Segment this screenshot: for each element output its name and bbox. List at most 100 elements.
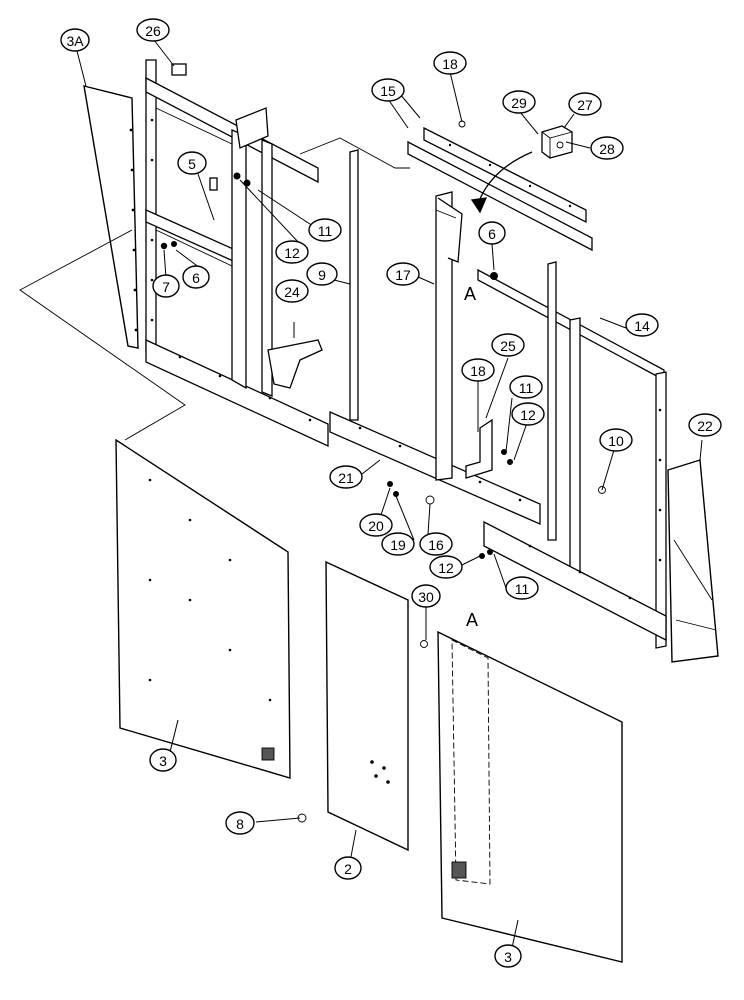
part-22-right-trim bbox=[667, 459, 719, 663]
callout-label: 12 bbox=[284, 245, 300, 261]
callout-bubble bbox=[494, 944, 522, 968]
callout-17: 17 bbox=[386, 262, 420, 286]
callout-label: 12 bbox=[520, 407, 536, 423]
callout-bubble bbox=[136, 18, 170, 42]
callout-21: 21 bbox=[329, 465, 363, 489]
callout-bubble bbox=[386, 262, 420, 286]
callout-19: 19 bbox=[381, 532, 415, 556]
callout-label: 10 bbox=[608, 433, 624, 449]
callout-26: 26 bbox=[136, 18, 170, 42]
callout-label: 6 bbox=[192, 270, 200, 286]
callout-bubble bbox=[478, 221, 506, 245]
callout-label: 12 bbox=[438, 560, 454, 576]
callout-label: 25 bbox=[500, 338, 516, 354]
callout-22: 22 bbox=[688, 413, 722, 437]
callout-12c: 12 bbox=[429, 555, 463, 579]
callout-label: 28 bbox=[599, 141, 615, 157]
callout-5: 5 bbox=[177, 151, 207, 175]
callout-11a: 11 bbox=[308, 218, 342, 242]
callout-label: 7 bbox=[162, 279, 170, 295]
callout-label: 11 bbox=[318, 223, 333, 239]
callout-24: 24 bbox=[275, 279, 309, 303]
callout-label: 27 bbox=[577, 97, 593, 113]
callout-label: 8 bbox=[236, 816, 244, 832]
view-marker-a-upper: A bbox=[464, 284, 476, 304]
callout-label: 15 bbox=[380, 83, 396, 99]
part-25-bracket bbox=[465, 418, 493, 479]
callout-bubble bbox=[359, 513, 393, 537]
part-27-junction-box bbox=[541, 125, 573, 159]
callout-label: 24 bbox=[284, 284, 300, 300]
callout-label: 9 bbox=[318, 267, 326, 283]
part-15-upper-rails bbox=[407, 126, 593, 252]
callout-3b: 3 bbox=[494, 944, 522, 968]
callout-label: 5 bbox=[188, 156, 196, 172]
callout-3a: 3 bbox=[149, 748, 177, 772]
callout-25: 25 bbox=[491, 333, 525, 357]
callout-11b: 11 bbox=[509, 375, 543, 399]
callout-bubble bbox=[599, 428, 633, 452]
part-9-post bbox=[349, 149, 359, 421]
callout-2: 2 bbox=[334, 856, 362, 880]
callout-bubble bbox=[152, 274, 180, 298]
callout-10: 10 bbox=[599, 428, 633, 452]
part-17-center-post bbox=[435, 191, 463, 481]
callout-bubble bbox=[505, 576, 539, 600]
callout-12a: 12 bbox=[275, 240, 309, 264]
part-26-block bbox=[171, 63, 187, 76]
callout-27: 27 bbox=[568, 92, 602, 116]
callout-28: 28 bbox=[590, 136, 624, 160]
callout-16: 16 bbox=[419, 532, 453, 556]
callout-label: 14 bbox=[634, 318, 650, 334]
callout-bubble bbox=[433, 51, 467, 75]
callout-label: 29 bbox=[511, 95, 527, 111]
callout-bubble bbox=[429, 555, 463, 579]
fastener-dots bbox=[160, 120, 606, 823]
callout-label: 6 bbox=[488, 226, 496, 242]
callout-bubble bbox=[461, 358, 495, 382]
callout-14: 14 bbox=[625, 313, 659, 337]
callout-7: 7 bbox=[152, 274, 180, 298]
callout-bubble bbox=[60, 28, 90, 52]
callout-label: 16 bbox=[428, 537, 444, 553]
callout-18b: 18 bbox=[461, 358, 495, 382]
callout-label: 20 bbox=[368, 518, 384, 534]
callout-bubble bbox=[381, 532, 415, 556]
callout-12b: 12 bbox=[511, 402, 545, 426]
view-arrow-head bbox=[470, 197, 488, 214]
callout-15: 15 bbox=[371, 78, 405, 102]
callout-bubble bbox=[590, 136, 624, 160]
callout-label: 18 bbox=[470, 363, 486, 379]
callout-bubble bbox=[225, 811, 255, 835]
callout-bubble bbox=[334, 856, 362, 880]
callout-bubble bbox=[182, 265, 210, 289]
view-arrow-arc bbox=[477, 151, 533, 205]
callout-bubble bbox=[177, 151, 207, 175]
callout-bubble bbox=[502, 90, 536, 114]
callout-bubble bbox=[275, 279, 309, 303]
callout-label: 3A bbox=[66, 33, 84, 49]
frame-reference-line bbox=[299, 137, 410, 169]
callout-bubble bbox=[511, 402, 545, 426]
callout-label: 11 bbox=[515, 581, 530, 597]
callout-label: 2 bbox=[344, 861, 352, 877]
callout-label: 26 bbox=[145, 23, 161, 39]
callout-bubble bbox=[568, 92, 602, 116]
callout-bubble bbox=[149, 748, 177, 772]
view-marker-a-lower: A bbox=[466, 610, 478, 630]
callout-3a: 3A bbox=[60, 28, 90, 52]
callout-label: 22 bbox=[697, 418, 713, 434]
callout-11c: 11 bbox=[505, 576, 539, 600]
leader-lines bbox=[76, 39, 703, 949]
callout-label: 11 bbox=[519, 380, 534, 396]
callout-label: 19 bbox=[390, 537, 406, 553]
callout-6b: 6 bbox=[182, 265, 210, 289]
callout-9: 9 bbox=[306, 262, 338, 286]
callout-bubble bbox=[411, 584, 441, 608]
callout-bubble bbox=[306, 262, 338, 286]
callout-bubble bbox=[308, 218, 342, 242]
part-3a-side-panel bbox=[83, 85, 139, 349]
callout-bubble bbox=[371, 78, 405, 102]
